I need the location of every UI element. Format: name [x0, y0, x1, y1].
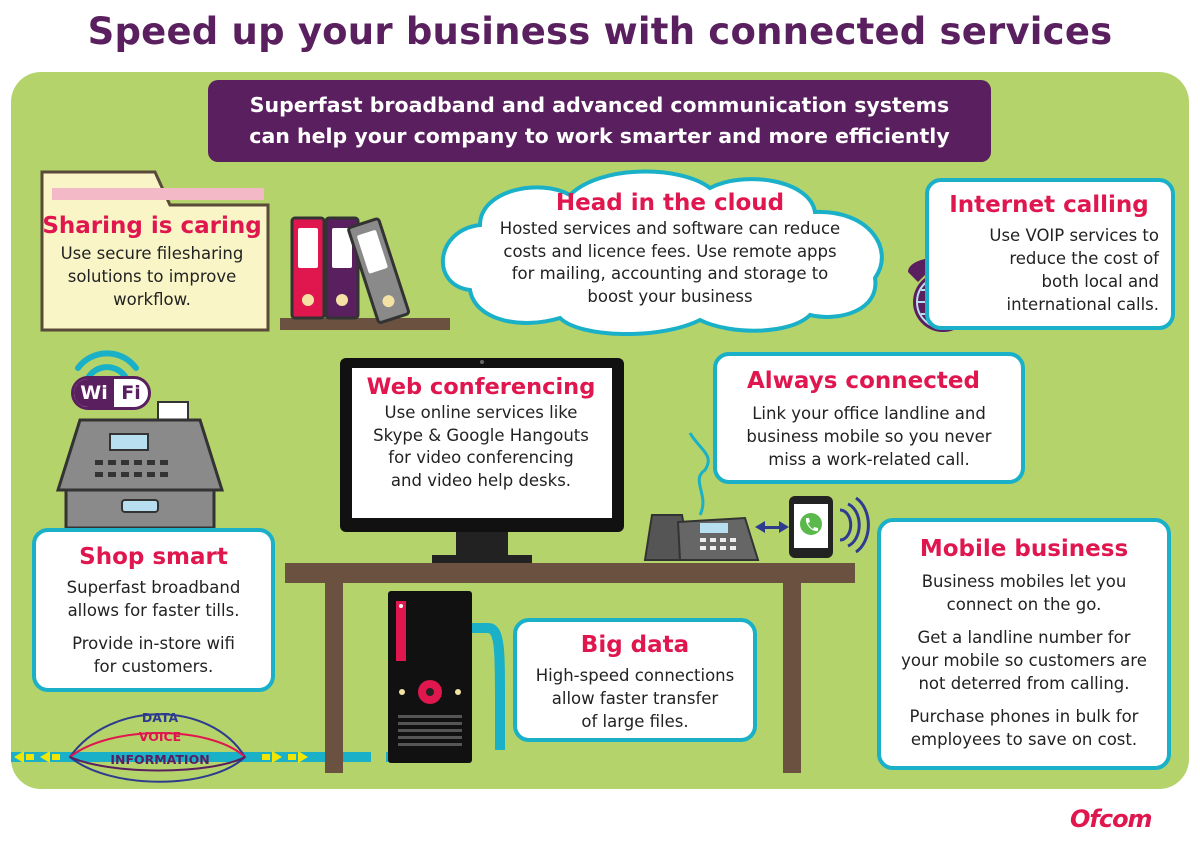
page-title: Speed up your business with connected se…	[87, 10, 1113, 53]
cable-label-voice: VOICE	[138, 729, 182, 744]
big-data-card: Big data High-speed connections allow fa…	[513, 618, 757, 742]
cloud-heading: Head in the cloud	[555, 190, 785, 216]
mobile-business-heading: Mobile business	[919, 536, 1129, 562]
cable-label-data: DATA	[141, 710, 179, 725]
cloud-shape	[441, 169, 884, 337]
mobile-business-line: your mobile so customers are	[901, 651, 1147, 670]
big-data-line: of large files.	[581, 712, 689, 731]
sharing-heading: Sharing is caring	[42, 213, 262, 239]
web-conferencing-line: Use online services like	[384, 403, 578, 422]
cloud-section: Head in the cloud Hosted services and so…	[450, 188, 890, 308]
mobile-business-line: Business mobiles let you	[921, 572, 1127, 591]
cloud-line: Hosted services and software can reduce	[499, 219, 841, 238]
banner-line-1: Superfast broadband and advanced communi…	[249, 93, 950, 117]
big-data-line: allow faster transfer	[551, 689, 719, 708]
cash-register-icon	[55, 401, 225, 530]
internet-calling-line: international calls.	[1006, 295, 1159, 314]
wifi-fi: Fi	[121, 382, 141, 404]
internet-calling-line: Use VOIP services to	[989, 226, 1159, 245]
cable-label-information: INFORMATION	[110, 752, 210, 767]
wifi-signal-icon	[75, 350, 139, 381]
web-conferencing-line: for video conferencing	[388, 448, 574, 467]
always-connected-card: Always connected Link your office landli…	[713, 352, 1025, 484]
mobile-business-line: connect on the go.	[946, 595, 1102, 614]
cable-arrows-left	[14, 751, 60, 763]
computer-monitor-icon	[340, 358, 624, 563]
wifi-wi: Wi	[74, 379, 114, 407]
internet-calling-line: both local and	[1041, 272, 1159, 291]
cable-arrows-right	[262, 751, 308, 763]
sharing-line: Use secure filesharing	[60, 244, 244, 263]
banner-line-2: can help your company to work smarter an…	[249, 124, 950, 148]
shop-smart-line: Superfast broadband	[66, 578, 241, 597]
sharing-line: workflow.	[113, 290, 191, 309]
internet-calling-card: Internet calling Use VOIP services to re…	[925, 178, 1175, 330]
folder-icon	[40, 170, 270, 332]
shop-smart-line: Provide in-store wifi	[72, 634, 235, 653]
intro-banner: Superfast broadband and advanced communi…	[208, 80, 991, 162]
mobile-business-line: not deterred from calling.	[918, 674, 1130, 693]
network-cable	[11, 752, 371, 762]
big-data-heading: Big data	[580, 632, 690, 658]
ofcom-logo: Ofcom	[1070, 805, 1153, 833]
shop-smart-line: allows for faster tills.	[67, 601, 240, 620]
web-conferencing-section: Web conferencing Use online services lik…	[355, 372, 607, 492]
shop-smart-card: Shop smart Superfast broadband allows fo…	[32, 528, 275, 692]
shop-smart-heading: Shop smart	[79, 544, 228, 570]
cloud-line: boost your business	[587, 286, 753, 306]
double-arrow-icon	[755, 521, 789, 533]
big-data-line: High-speed connections	[535, 666, 735, 685]
sharing-line: solutions to improve	[67, 267, 237, 286]
mobile-business-card: Mobile business Business mobiles let you…	[877, 518, 1171, 770]
always-connected-line: business mobile so you never	[746, 427, 992, 446]
wifi-logo: Wi Fi	[71, 376, 151, 410]
mobile-business-line: Purchase phones in bulk for	[909, 707, 1139, 726]
shop-smart-line: for customers.	[93, 657, 214, 676]
computer-tower-icon	[388, 591, 505, 763]
desk-phone-icon	[643, 432, 760, 561]
cloud-line: for mailing, accounting and storage to	[511, 264, 829, 283]
web-conferencing-line: and video help desks.	[390, 470, 572, 490]
binders-icon	[280, 216, 450, 330]
web-conferencing-heading: Web conferencing	[366, 374, 596, 400]
sharing-section: Sharing is caring Use secure filesharing…	[36, 210, 268, 311]
mobile-phone-icon	[789, 496, 870, 558]
mobile-business-line: Get a landline number for	[917, 628, 1131, 647]
desk-icon	[285, 563, 855, 773]
cloud-line: costs and licence fees. Use remote apps	[503, 241, 837, 261]
always-connected-line: Link your office landline and	[752, 404, 986, 423]
internet-calling-heading: Internet calling	[949, 192, 1149, 218]
internet-calling-line: reduce the cost of	[1009, 249, 1159, 268]
always-connected-heading: Always connected	[747, 368, 980, 394]
mobile-business-line: employees to save on cost.	[910, 730, 1138, 749]
always-connected-line: miss a work-related call.	[768, 450, 970, 469]
web-conferencing-line: Skype & Google Hangouts	[373, 425, 589, 445]
